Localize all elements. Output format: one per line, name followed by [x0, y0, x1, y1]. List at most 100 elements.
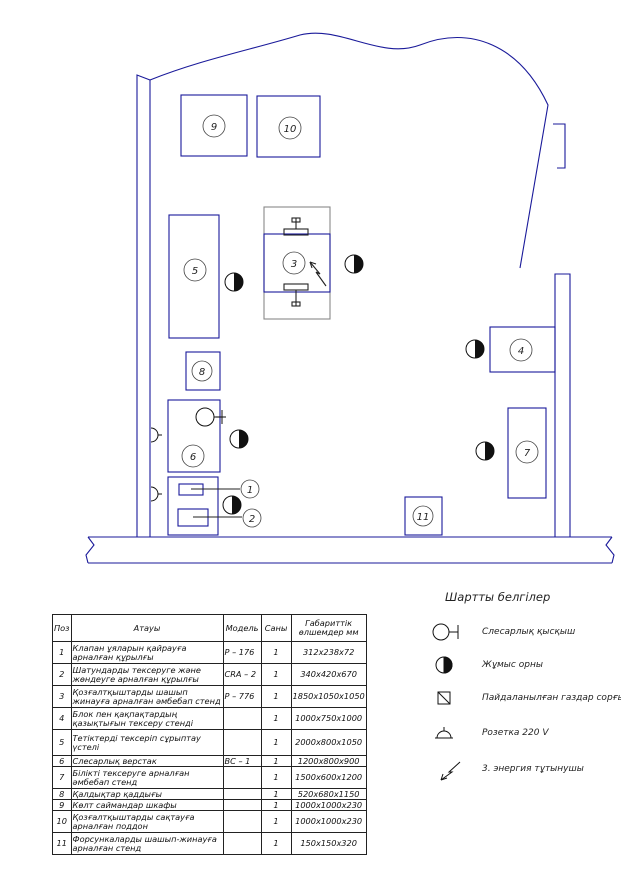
workplace-symbols [222, 254, 495, 515]
vise-symbol [195, 407, 223, 427]
cell-dims: 312x238x72 [290, 641, 367, 664]
table-row: 2 Шатундарды тексеруге және жөндеуге арн… [52, 663, 367, 686]
cell-dims: 1200x800x900 [290, 755, 367, 767]
table-row: 5 Тетіктерді тексеріп сұрыптау үстелі 1 … [52, 729, 367, 756]
equipment-7 [507, 407, 547, 499]
legend-item-energy: 3. энергия тұтынушы [482, 764, 584, 774]
equipment-6 [167, 399, 221, 473]
cell-model [222, 707, 262, 730]
label-3: 3 [291, 259, 297, 270]
cell-pos: 10 [52, 810, 72, 833]
cell-model [222, 799, 262, 811]
col-header-name: Атауы [70, 614, 224, 642]
table-row: 7 Білікті тексеруге арналған әмбебап сте… [52, 766, 367, 789]
cell-qty: 1 [260, 755, 292, 767]
label-11: 11 [417, 512, 430, 523]
cell-model [222, 810, 262, 833]
cell-name: Тетіктерді тексеріп сұрыптау үстелі [70, 729, 224, 756]
cell-name: Көлт саймандар шкафы [70, 799, 224, 811]
cell-dims: 340x420x670 [290, 663, 367, 686]
cell-qty: 1 [260, 641, 292, 664]
table-row: 10 Қозғалтқыштарды сақтауға арналған под… [52, 810, 367, 833]
cell-dims: 1500x600x1200 [290, 766, 367, 789]
cell-name: Слесарлық верстак [70, 755, 224, 767]
cell-qty: 1 [260, 707, 292, 730]
legend-item-socket: Розетка 220 V [482, 728, 549, 738]
label-8: 8 [199, 367, 205, 378]
cell-qty: 1 [260, 729, 292, 756]
cell-qty: 1 [260, 799, 292, 811]
equipment-workbench [167, 476, 219, 536]
table-row: 9 Көлт саймандар шкафы 1 1000x1000x230 [52, 799, 367, 811]
cell-qty: 1 [260, 788, 292, 800]
legend-title: Шартты белгілер [445, 590, 551, 604]
col-header-pos: Поз [52, 614, 72, 642]
cell-pos: 1 [52, 641, 72, 664]
cell-qty: 1 [260, 663, 292, 686]
table-header-row: Поз Атауы Модель Саны Габариттік өлшемде… [52, 614, 367, 642]
left-wall [136, 74, 151, 538]
exhaust-symbol-icon [437, 691, 451, 705]
cell-name: Қалдықтар қаддығы [70, 788, 224, 800]
cell-dims: 1000x1000x230 [290, 810, 367, 833]
cell-name: Қозғалтқыштарды сақтауға арналған поддон [70, 810, 224, 833]
cell-dims: 1850x1050x1050 [290, 685, 367, 708]
socket-symbols [150, 427, 162, 502]
cell-name: Білікті тексеруге арналған әмбебап стенд [70, 766, 224, 789]
cell-qty: 1 [260, 832, 292, 855]
legend-item-vise: Слесарлық қысқыш [482, 627, 576, 637]
cell-dims: 1000x750x1000 [290, 707, 367, 730]
floor-line [85, 536, 615, 564]
col-header-dims: Габариттік өлшемдер мм [290, 614, 367, 642]
cell-pos: 7 [52, 766, 72, 789]
label-10: 10 [284, 124, 297, 135]
vise-symbol-icon [432, 623, 459, 641]
cell-model [222, 832, 262, 855]
cell-model: Р – 176 [222, 641, 262, 664]
boundary-attachment [553, 123, 566, 169]
equipment-10 [256, 95, 321, 158]
table-row: 8 Қалдықтар қаддығы 1 520x680x1150 [52, 788, 367, 800]
energy-consumer-icon [440, 761, 461, 781]
cell-pos: 6 [52, 755, 72, 767]
label-5: 5 [192, 266, 198, 277]
cell-qty: 1 [260, 810, 292, 833]
label-2: 2 [249, 514, 255, 525]
col-header-qty: Саны [260, 614, 292, 642]
cell-model: ВС – 1 [222, 755, 262, 767]
cell-dims: 150x150x320 [290, 832, 367, 855]
cell-model: Р – 776 [222, 685, 262, 708]
equipment-3 [263, 233, 331, 293]
energy-arrow-icon [309, 261, 327, 287]
right-wall [554, 273, 571, 538]
cell-name: Қозғалтқыштарды шашып жинауға арналған ә… [70, 685, 224, 708]
cell-name: Блок пен қақпақтардың қазықтығын тексеру… [70, 707, 224, 730]
table-row: 11 Форсункаларды шашып-жинауға арналған … [52, 832, 367, 855]
equipment-5 [168, 214, 220, 339]
cell-dims: 520x680x1150 [290, 788, 367, 800]
irregular-boundary [149, 32, 549, 269]
cell-model [222, 788, 262, 800]
cell-name: Форсункаларды шашып-жинауға арналған сте… [70, 832, 224, 855]
cell-name: Клапан ұяларын қайрауға арналған құрылғы [70, 641, 224, 664]
label-9: 9 [211, 122, 217, 133]
table-row: 4 Блок пен қақпақтардың қазықтығын тексе… [52, 707, 367, 730]
cell-pos: 8 [52, 788, 72, 800]
equipment-8 [185, 351, 221, 391]
cell-name: Шатундарды тексеруге және жөндеуге арнал… [70, 663, 224, 686]
label-1: 1 [247, 485, 253, 496]
table-row: 3 Қозғалтқыштарды шашып жинауға арналған… [52, 685, 367, 708]
cell-pos: 9 [52, 799, 72, 811]
table-row: 1 Клапан ұяларын қайрауға арналған құрыл… [52, 641, 367, 664]
cell-model [222, 729, 262, 756]
label-6: 6 [190, 452, 196, 463]
cell-pos: 4 [52, 707, 72, 730]
cell-pos: 11 [52, 832, 72, 855]
cell-model: CRA – 2 [222, 663, 262, 686]
col-header-model: Модель [222, 614, 262, 642]
legend-item-workplace: Жұмыс орны [482, 660, 543, 670]
cell-model [222, 766, 262, 789]
cell-pos: 2 [52, 663, 72, 686]
legend-item-exhaust: Пайдаланылған газдар сорғышы [482, 693, 621, 703]
